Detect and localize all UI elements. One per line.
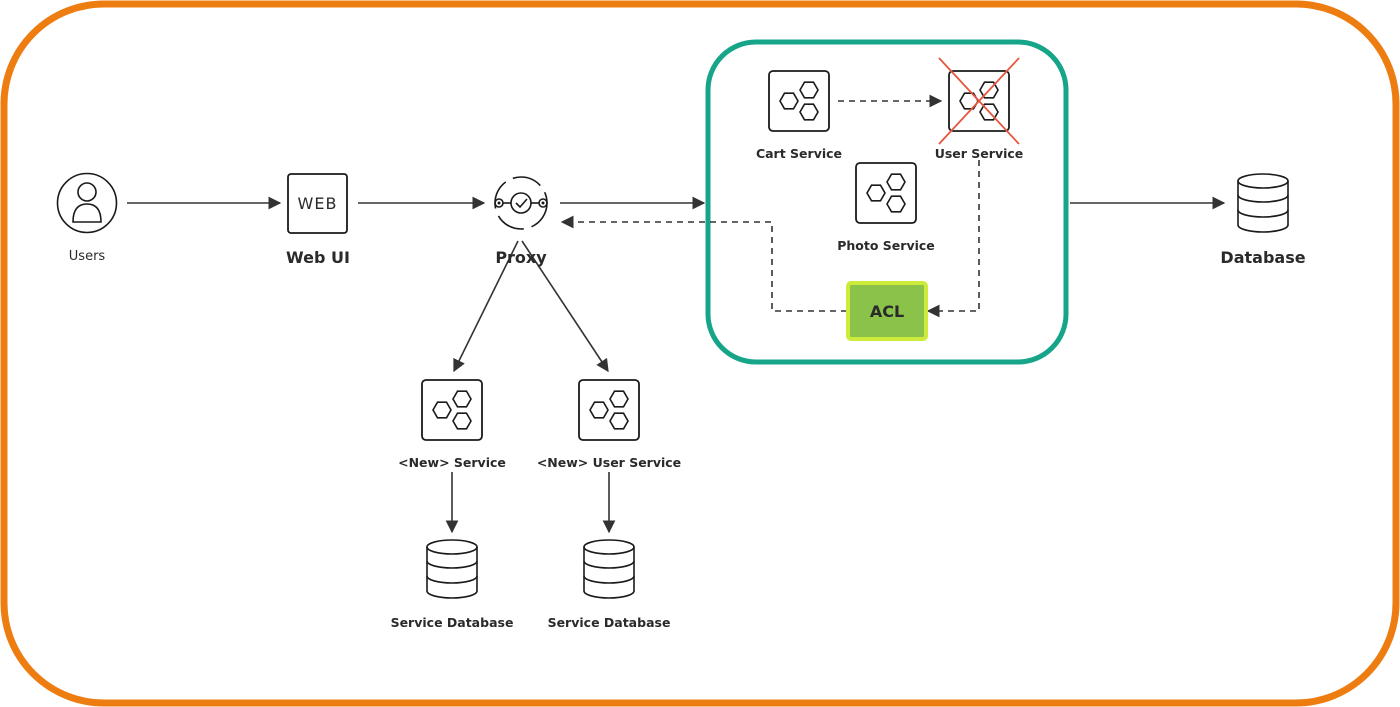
cart-service-label: Cart Service bbox=[756, 146, 842, 161]
acl-box bbox=[846, 281, 928, 341]
proxy-label: Proxy bbox=[495, 248, 547, 267]
node-new-user-service: <New> User Service bbox=[537, 379, 681, 470]
web-icon-text: WEB bbox=[298, 194, 338, 213]
service-database-2-label: Service Database bbox=[548, 615, 671, 630]
new-service-label: <New> Service bbox=[398, 455, 506, 470]
removed-cross-icon bbox=[938, 57, 1020, 145]
user-icon bbox=[56, 172, 118, 234]
database-icon bbox=[426, 539, 478, 599]
edges bbox=[127, 94, 1226, 534]
edge-user-acl-dashed bbox=[926, 160, 980, 318]
node-database: Database bbox=[1220, 173, 1306, 267]
user-service-label: User Service bbox=[935, 146, 1024, 161]
photo-service-label: Photo Service bbox=[837, 238, 935, 253]
web-icon bbox=[287, 173, 348, 234]
node-user-service: User Service bbox=[935, 57, 1024, 161]
node-web-ui: WEB Web UI bbox=[286, 173, 350, 267]
service-icon bbox=[578, 379, 640, 441]
database-icon bbox=[583, 539, 635, 599]
new-user-service-label: <New> User Service bbox=[537, 455, 681, 470]
legacy-system-boundary bbox=[705, 39, 1069, 365]
acl-label: ACL bbox=[870, 302, 904, 321]
web-ui-label: Web UI bbox=[286, 248, 350, 267]
database-label: Database bbox=[1220, 248, 1305, 267]
node-new-service: <New> Service bbox=[398, 379, 506, 470]
edge-proxy-newuserservice bbox=[521, 240, 609, 373]
node-service-database-2: Service Database bbox=[548, 539, 671, 630]
service-database-1-label: Service Database bbox=[391, 615, 514, 630]
edge-acl-proxy-dashed bbox=[560, 215, 847, 312]
service-icon bbox=[768, 70, 830, 132]
database-icon bbox=[1237, 173, 1289, 233]
node-service-database-1: Service Database bbox=[391, 539, 514, 630]
edge-proxy-newservice bbox=[453, 240, 519, 373]
node-acl: ACL bbox=[846, 281, 928, 341]
service-icon bbox=[421, 379, 483, 441]
users-label: Users bbox=[69, 249, 106, 264]
proxy-icon bbox=[494, 176, 548, 230]
node-users: Users bbox=[56, 172, 118, 264]
node-photo-service: Photo Service bbox=[837, 162, 935, 253]
node-cart-service: Cart Service bbox=[756, 70, 842, 161]
service-icon bbox=[855, 162, 917, 224]
node-proxy: Proxy bbox=[494, 176, 548, 267]
